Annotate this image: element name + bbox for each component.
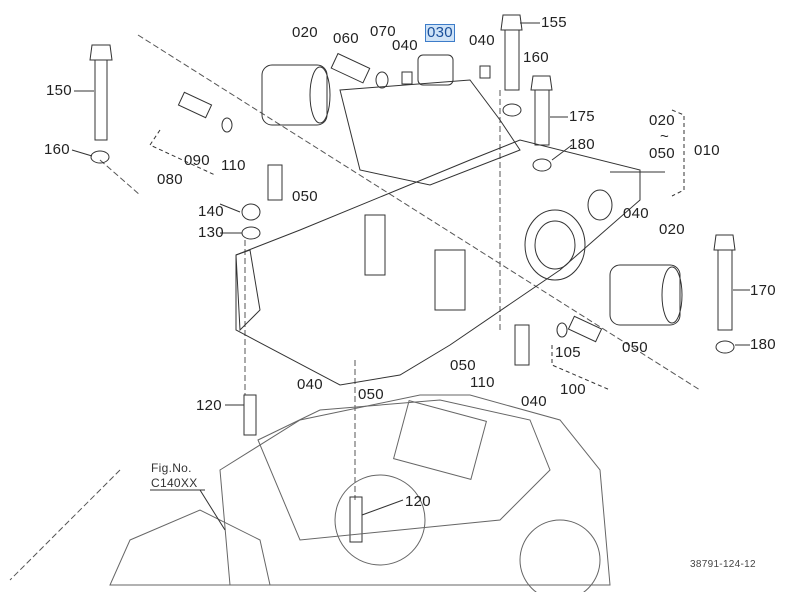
callout-155[interactable]: 155 bbox=[541, 14, 567, 31]
transmission-case bbox=[109, 394, 611, 592]
callout-040[interactable]: 040 bbox=[297, 376, 323, 393]
callout-040[interactable]: 040 bbox=[623, 205, 649, 222]
bushings bbox=[261, 54, 683, 326]
range-to[interactable]: 050 bbox=[649, 145, 675, 162]
callout-175[interactable]: 175 bbox=[569, 108, 595, 125]
callout-040[interactable]: 040 bbox=[392, 37, 418, 54]
callout-105[interactable]: 105 bbox=[555, 344, 581, 361]
assembly-brackets bbox=[149, 109, 685, 391]
callout-020[interactable]: 020 bbox=[292, 24, 318, 41]
fig-no-label: Fig.No. bbox=[151, 461, 192, 475]
callout-080[interactable]: 080 bbox=[157, 171, 183, 188]
callout-160[interactable]: 160 bbox=[523, 49, 549, 66]
callout-160[interactable]: 160 bbox=[44, 141, 70, 158]
callout-120[interactable]: 120 bbox=[405, 493, 431, 510]
callout-120[interactable]: 120 bbox=[196, 397, 222, 414]
callout-030-selected[interactable]: 030 bbox=[425, 24, 455, 42]
leader-lines bbox=[71, 22, 750, 531]
callout-110[interactable]: 110 bbox=[221, 157, 246, 174]
callout-010[interactable]: 010 bbox=[694, 142, 720, 159]
callout-050[interactable]: 050 bbox=[622, 339, 648, 356]
range-tilde: ~ bbox=[660, 128, 670, 145]
callout-050[interactable]: 050 bbox=[358, 386, 384, 403]
callout-140[interactable]: 140 bbox=[198, 203, 224, 220]
callout-100[interactable]: 100 bbox=[560, 381, 586, 398]
callout-070[interactable]: 070 bbox=[370, 23, 396, 40]
fig-no-link[interactable]: C140XX bbox=[151, 476, 198, 490]
callout-050[interactable]: 050 bbox=[450, 357, 476, 374]
callout-040[interactable]: 040 bbox=[469, 32, 495, 49]
callout-170[interactable]: 170 bbox=[750, 282, 776, 299]
callout-130[interactable]: 130 bbox=[198, 224, 224, 241]
bolts bbox=[89, 14, 736, 543]
callout-180[interactable]: 180 bbox=[750, 336, 776, 353]
range-from[interactable]: 020 bbox=[649, 112, 675, 129]
callout-040[interactable]: 040 bbox=[521, 393, 547, 410]
callout-020[interactable]: 020 bbox=[659, 221, 685, 238]
drawing-number: 38791-124-12 bbox=[690, 559, 756, 570]
callout-180[interactable]: 180 bbox=[569, 136, 595, 153]
callout-050[interactable]: 050 bbox=[292, 188, 318, 205]
callout-090[interactable]: 090 bbox=[184, 152, 210, 169]
fittings bbox=[177, 52, 603, 343]
lift-housing bbox=[235, 79, 641, 386]
callout-150[interactable]: 150 bbox=[46, 82, 72, 99]
callout-110[interactable]: 110 bbox=[470, 374, 495, 391]
projection-lines bbox=[9, 34, 701, 581]
callout-060[interactable]: 060 bbox=[333, 30, 359, 47]
